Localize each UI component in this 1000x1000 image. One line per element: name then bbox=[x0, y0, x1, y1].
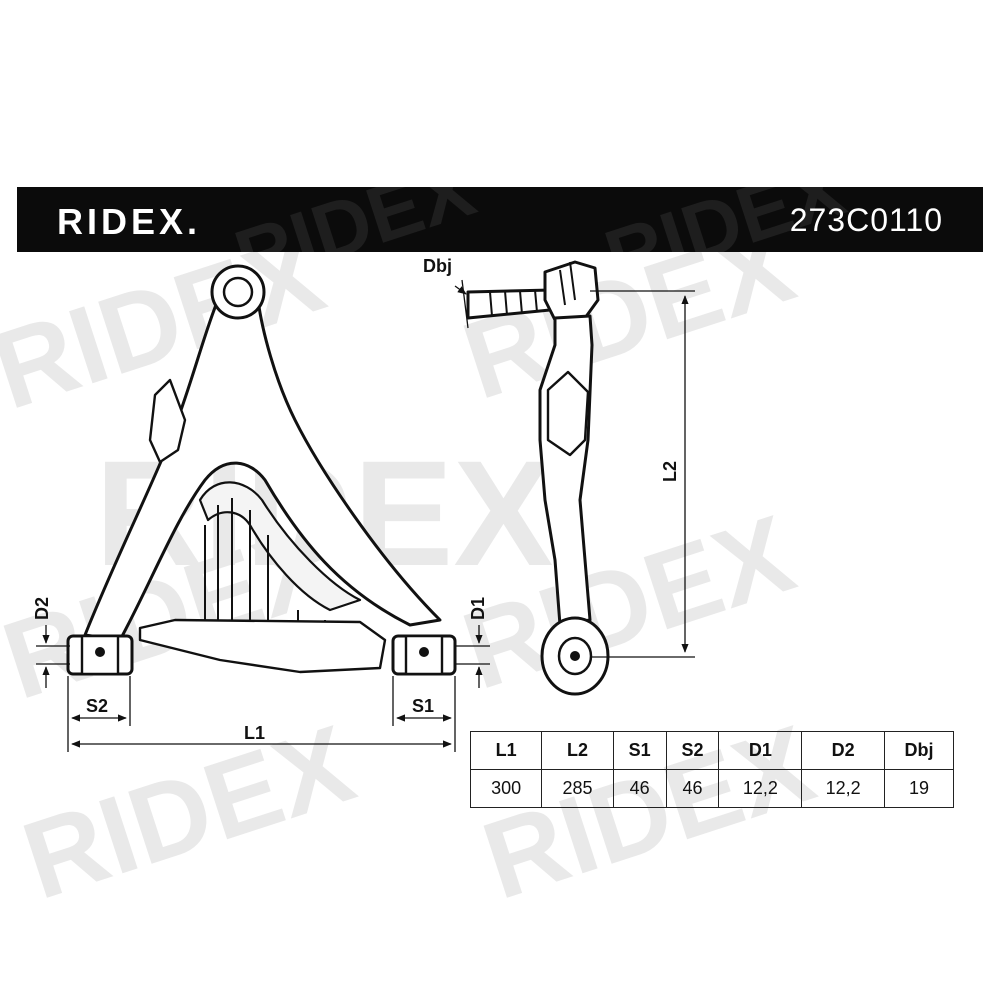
spec-header-cell: D2 bbox=[801, 731, 886, 770]
spec-value-cell: 12,2 bbox=[718, 769, 803, 808]
part-number: 273C0110 bbox=[789, 202, 943, 238]
spec-header-row: L1 L2 S1 S2 D1 D2 Dbj bbox=[469, 731, 954, 770]
spec-value-cell: 46 bbox=[612, 769, 667, 808]
spec-header-cell: D1 bbox=[718, 731, 803, 770]
spec-table: L1 L2 S1 S2 D1 D2 Dbj 300 285 46 46 12,2… bbox=[469, 731, 954, 808]
spec-header-cell: Dbj bbox=[884, 731, 954, 770]
spec-value-cell: 12,2 bbox=[801, 769, 886, 808]
dimension-lines bbox=[36, 279, 695, 752]
d1-label: D1 bbox=[468, 597, 488, 620]
spec-value-cell: 300 bbox=[469, 769, 543, 808]
brand-logo: RIDEX. bbox=[57, 201, 202, 242]
spec-value-cell: 19 bbox=[884, 769, 954, 808]
l1-label: L1 bbox=[244, 723, 265, 743]
spec-header-cell: S2 bbox=[665, 731, 720, 770]
spec-header-cell: S1 bbox=[612, 731, 667, 770]
d2-label: D2 bbox=[32, 597, 52, 620]
control-arm-front-view bbox=[66, 264, 457, 676]
spec-value-cell: 285 bbox=[541, 769, 614, 808]
spec-value-row: 300 285 46 46 12,2 12,2 19 bbox=[469, 769, 954, 808]
l2-label: L2 bbox=[660, 461, 680, 482]
s2-label: S2 bbox=[86, 696, 108, 716]
spec-header-cell: L1 bbox=[469, 731, 543, 770]
dimension-labels: Dbj L2 D2 D1 S2 S1 L1 bbox=[32, 256, 680, 743]
spec-header-cell: L2 bbox=[541, 731, 614, 770]
banner-watermark: RIDEX RIDEX bbox=[225, 187, 855, 252]
control-arm-side-view bbox=[466, 260, 610, 696]
dbj-label: Dbj bbox=[423, 256, 452, 276]
header-banner: RIDEX RIDEX RIDEX. 273C0110 bbox=[17, 187, 983, 252]
s1-label: S1 bbox=[412, 696, 434, 716]
spec-value-cell: 46 bbox=[665, 769, 720, 808]
